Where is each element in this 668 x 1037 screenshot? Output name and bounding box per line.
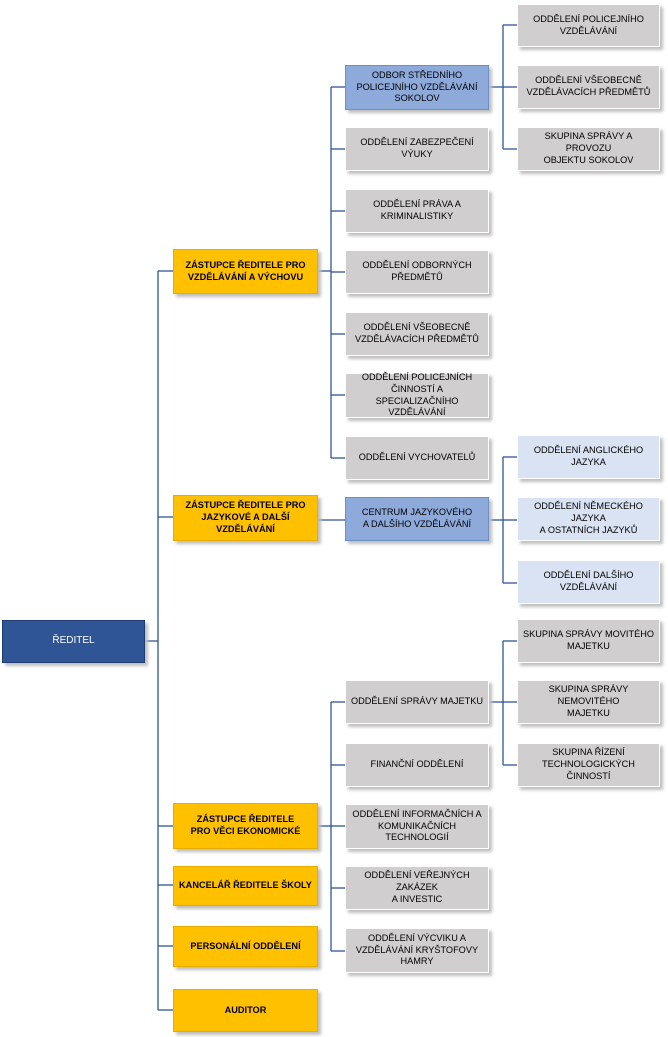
movable-property-label: SKUPINA SPRÁVY MOVITÉHO MAJETKU: [522, 629, 655, 651]
further-education-box: ODDĚLENÍ DALŠÍHO VZDĚLÁVÁNÍ: [517, 560, 660, 604]
director-box: ŘEDITEL: [2, 620, 145, 663]
deputy-education-label: ZÁSTUPCE ŘEDITELE PRO VZDĚLÁVÁNÍ A VÝCHO…: [185, 259, 306, 282]
property-department-box: ODDĚLENÍ SPRÁVY MAJETKU: [345, 680, 489, 724]
german-department-label: ODDĚLENÍ NĚMECKÉHO JAZYKA A OSTATNÍCH JA…: [534, 501, 643, 535]
sokolov-administration-box: SKUPINA SPRÁVY A PROVOZU OBJEKTU SOKOLOV: [517, 127, 660, 171]
it-department-label: ODDĚLENÍ INFORMAČNÍCH A KOMUNIKAČNÍCH TE…: [352, 808, 482, 843]
training-department-box: ODDĚLENÍ VÝCVIKU A VZDĚLÁVÁNÍ KRYŠTOFOVY…: [345, 928, 489, 973]
procurement-department-box: ODDĚLENÍ VEŘEJNÝCH ZAKÁZEK A INVESTIC: [345, 866, 489, 910]
english-department-label: ODDĚLENÍ ANGLICKÉHO JAZYKA: [533, 445, 644, 467]
law-department-label: ODDĚLENÍ PRÁVA A KRIMINALISTIKY: [373, 199, 461, 221]
finance-department-label: FINANČNÍ ODDĚLENÍ: [370, 759, 464, 770]
auditor-box: AUDITOR: [173, 989, 318, 1032]
sokolov-department-label: ODBOR STŘEDNÍHO POLICEJNÍHO VZDĚLÁVÁNÍ S…: [356, 69, 478, 104]
procurement-department-label: ODDĚLENÍ VEŘEJNÝCH ZAKÁZEK A INVESTIC: [364, 870, 470, 904]
german-department-box: ODDĚLENÍ NĚMECKÉHO JAZYKA A OSTATNÍCH JA…: [517, 497, 660, 541]
further-education-label: ODDĚLENÍ DALŠÍHO VZDĚLÁVÁNÍ: [543, 570, 634, 592]
police-activities-box: ODDĚLENÍ POLICEJNÍCH ČINNOSTÍ A SPECIALI…: [345, 371, 489, 418]
technology-group-box: SKUPINA ŘÍZENÍ TECHNOLOGICKÝCH ČINNOSTÍ: [517, 743, 660, 787]
director-label: ŘEDITEL: [52, 635, 95, 647]
professional-subjects-label: ODDĚLENÍ ODBORNÝCH PŘEDMĚTŮ: [362, 260, 472, 282]
director-office-label: KANCELÁŘ ŘEDITELE ŠKOLY: [179, 880, 312, 891]
finance-department-box: FINANČNÍ ODDĚLENÍ: [345, 743, 489, 787]
property-department-label: ODDĚLENÍ SPRÁVY MAJETKU: [350, 696, 484, 707]
immovable-property-label: SKUPINA SPRÁVY NEMOVITÉHO MAJETKU: [548, 684, 629, 718]
technology-group-label: SKUPINA ŘÍZENÍ TECHNOLOGICKÝCH ČINNOSTÍ: [542, 747, 635, 781]
police-activities-label: ODDĚLENÍ POLICEJNÍCH ČINNOSTÍ A SPECIALI…: [361, 371, 473, 418]
sokolov-general-subjects-box: ODDĚLENÍ VŠEOBECNĚ VZDĚLÁVACÍCH PŘEDMĚTŮ: [517, 65, 660, 109]
language-center-box: CENTRUM JAZYKOVÉHO A DALŠÍHO VZDĚLÁVÁNÍ: [345, 497, 489, 541]
teaching-support-label: ODDĚLENÍ ZABEZPEČENÍ VÝUKY: [360, 137, 474, 159]
language-center-label: CENTRUM JAZYKOVÉHO A DALŠÍHO VZDĚLÁVÁNÍ: [361, 507, 473, 529]
professional-subjects-box: ODDĚLENÍ ODBORNÝCH PŘEDMĚTŮ: [345, 250, 489, 294]
deputy-economic-box: ZÁSTUPCE ŘEDITELE PRO VĚCI EKONOMICKÉ: [173, 803, 318, 849]
immovable-property-box: SKUPINA SPRÁVY NEMOVITÉHO MAJETKU: [517, 680, 660, 724]
director-office-box: KANCELÁŘ ŘEDITELE ŠKOLY: [173, 866, 318, 906]
english-department-box: ODDĚLENÍ ANGLICKÉHO JAZYKA: [517, 435, 660, 479]
educators-label: ODDĚLENÍ VYCHOVATELŮ: [358, 452, 476, 463]
general-subjects-box: ODDĚLENÍ VŠEOBECNĚ VZDĚLÁVACÍCH PŘEDMĚTŮ: [345, 312, 489, 356]
police-education-label: ODDĚLENÍ POLICEJNÍHO VZDĚLÁVÁNÍ: [533, 13, 644, 36]
deputy-education-box: ZÁSTUPCE ŘEDITELE PRO VZDĚLÁVÁNÍ A VÝCHO…: [173, 249, 318, 294]
sokolov-general-subjects-label: ODDĚLENÍ VŠEOBECNĚ VZDĚLÁVACÍCH PŘEDMĚTŮ: [526, 75, 651, 97]
sokolov-department-box: ODBOR STŘEDNÍHO POLICEJNÍHO VZDĚLÁVÁNÍ S…: [345, 65, 489, 110]
educators-box: ODDĚLENÍ VYCHOVATELŮ: [345, 436, 489, 480]
sokolov-administration-label: SKUPINA SPRÁVY A PROVOZU OBJEKTU SOKOLOV: [543, 131, 634, 165]
movable-property-box: SKUPINA SPRÁVY MOVITÉHO MAJETKU: [517, 619, 660, 663]
law-department-box: ODDĚLENÍ PRÁVA A KRIMINALISTIKY: [345, 189, 489, 233]
deputy-languages-label: ZÁSTUPCE ŘEDITELE PRO JAZYKOVÉ A DALŠÍ V…: [185, 500, 306, 534]
police-education-box: ODDĚLENÍ POLICEJNÍHO VZDĚLÁVÁNÍ: [517, 4, 660, 47]
general-subjects-label: ODDĚLENÍ VŠEOBECNĚ VZDĚLÁVACÍCH PŘEDMĚTŮ: [355, 322, 479, 344]
deputy-economic-label: ZÁSTUPCE ŘEDITELE PRO VĚCI EKONOMICKÉ: [190, 814, 301, 836]
personnel-department-box: PERSONÁLNÍ ODDĚLENÍ: [173, 926, 318, 967]
personnel-department-label: PERSONÁLNÍ ODDĚLENÍ: [190, 940, 301, 951]
deputy-languages-box: ZÁSTUPCE ŘEDITELE PRO JAZYKOVÉ A DALŠÍ V…: [173, 495, 318, 541]
it-department-box: ODDĚLENÍ INFORMAČNÍCH A KOMUNIKAČNÍCH TE…: [345, 804, 489, 849]
training-department-label: ODDĚLENÍ VÝCVIKU A VZDĚLÁVÁNÍ KRYŠTOFOVY…: [355, 932, 479, 967]
teaching-support-box: ODDĚLENÍ ZABEZPEČENÍ VÝUKY: [345, 127, 489, 171]
auditor-label: AUDITOR: [224, 1004, 267, 1015]
